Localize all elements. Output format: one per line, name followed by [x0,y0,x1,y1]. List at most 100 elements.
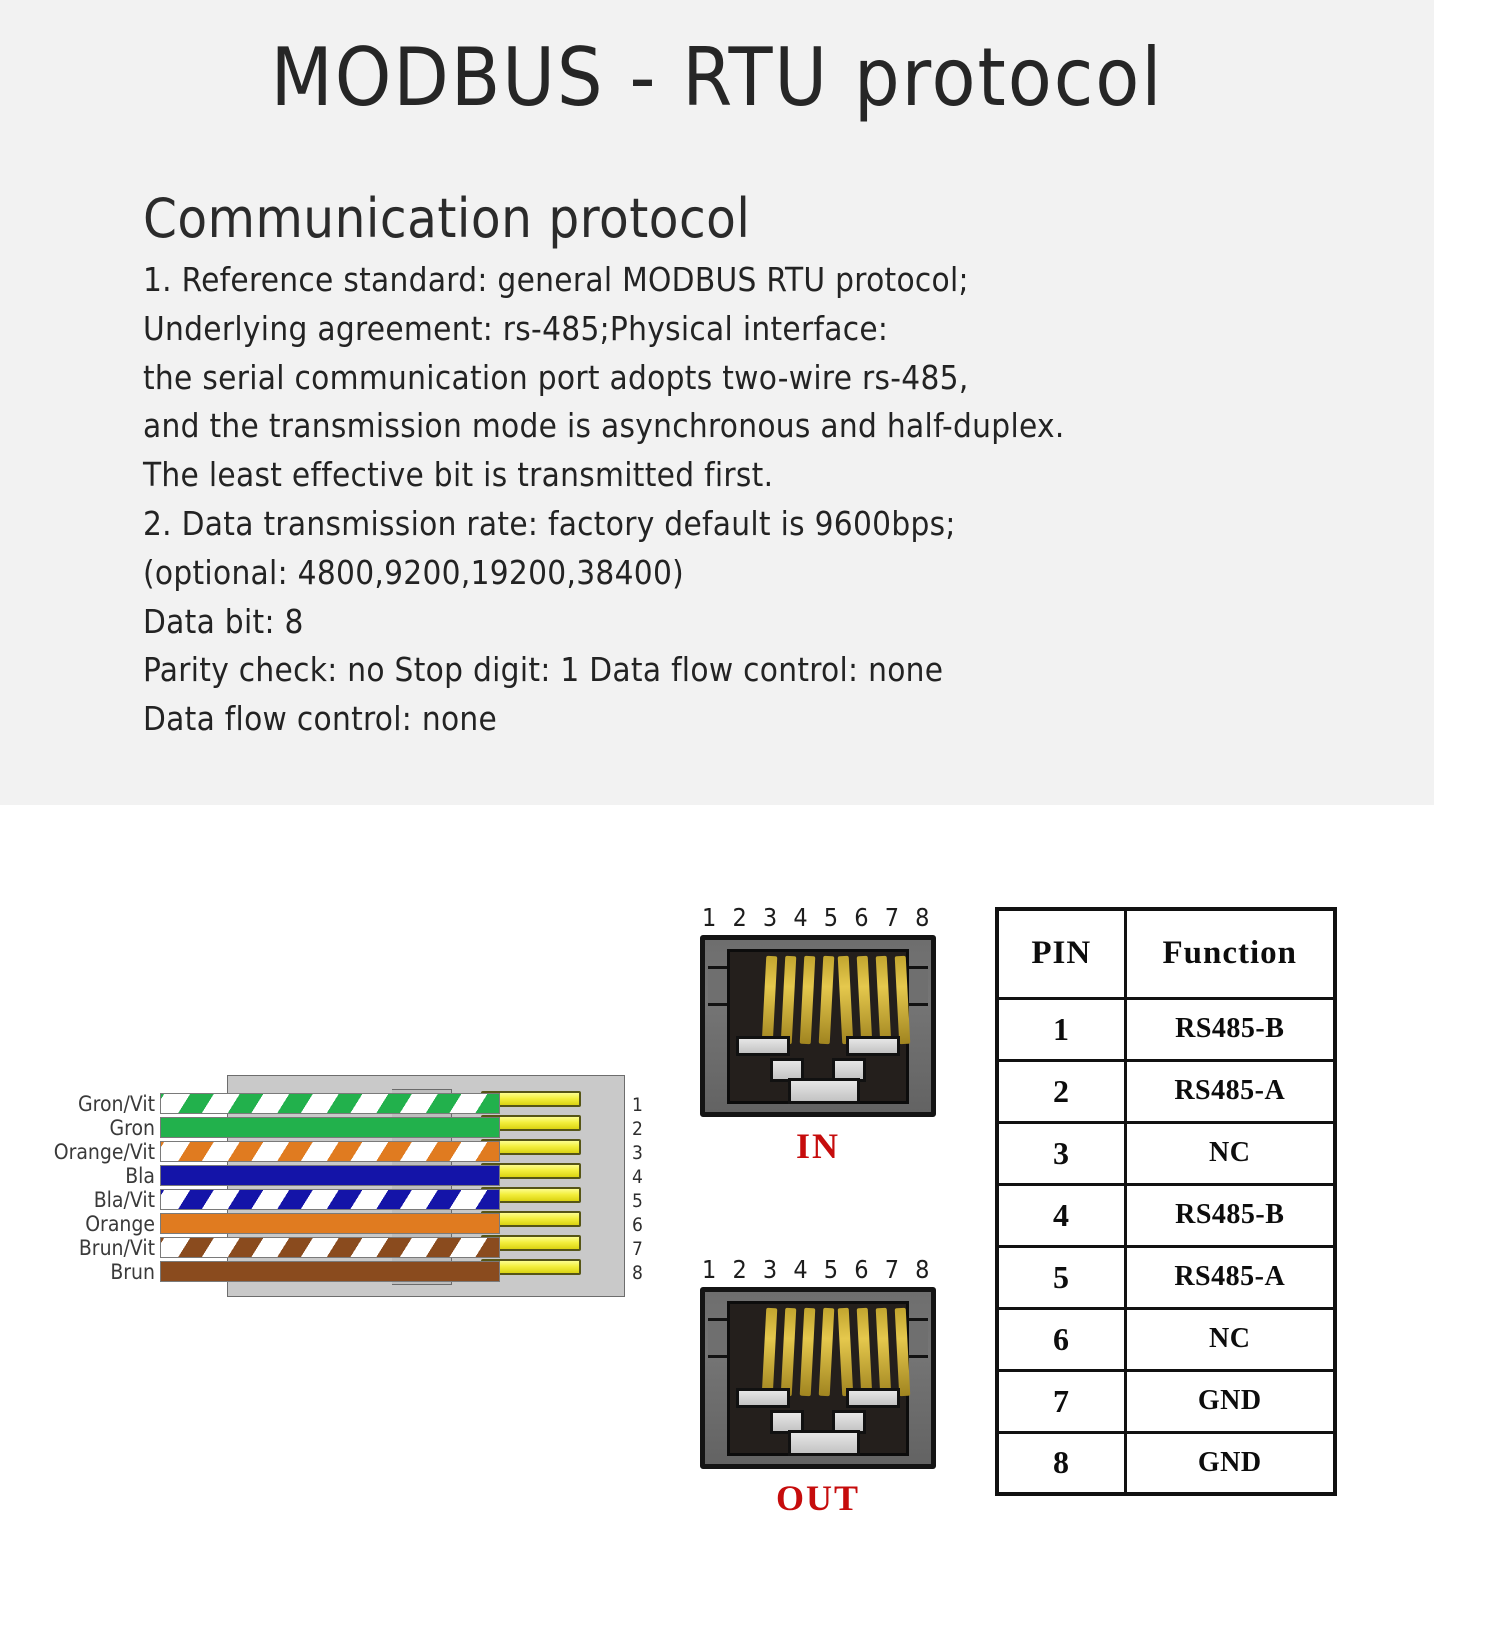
jack-gold-contact [799,1307,816,1397]
jack-gold-contact [799,955,816,1045]
jack-tab-right-upper [846,1388,900,1408]
jack-tab-left-lower [770,1410,804,1434]
jack-label-in: IN [795,1126,840,1166]
jack-tab-left-lower [770,1058,804,1082]
cell-pin: 4 [995,1182,1127,1248]
jack-gold-contact [780,955,797,1045]
jack-gold-contact [856,955,873,1045]
protocol-line: Parity check: no Stop digit: 1 Data flow… [143,650,944,690]
plug-pin-number: 6 [632,1214,643,1236]
plug-pin-number: 7 [632,1238,643,1260]
wire-row: Bla/Vit [60,1187,500,1212]
wire-row: Gron/Vit [60,1092,500,1116]
wire-row: Orange [60,1211,500,1236]
jack-cavity [727,949,911,1104]
plug-contacts-block [481,1091,587,1281]
jack-gold-contact [875,955,892,1045]
jack-gold-contact [837,1307,854,1397]
jack-tab-left-upper [736,1388,790,1408]
plug-pin-number: 3 [632,1142,643,1164]
cell-function: NC [1123,1120,1337,1186]
wire-bar [160,1189,500,1210]
wire-bar [160,1165,500,1186]
wire-row: Brun [60,1259,500,1284]
section-heading: Communication protocol [143,187,751,250]
wire-bar [160,1261,500,1282]
jack-tab-right-upper [846,1036,900,1056]
cell-pin: 2 [995,1058,1127,1124]
jack-gold-contact [875,1307,892,1397]
wire-color-label: Bla/Vit [93,1187,155,1212]
jack-pin-numbers: 1 2 3 4 5 6 7 8 [702,903,934,932]
cell-function: RS485-A [1123,1058,1337,1124]
protocol-line: Data flow control: none [143,699,498,739]
wire-row: Orange/Vit [54,1140,500,1164]
protocol-line: Underlying agreement: rs-485;Physical in… [143,308,889,348]
protocol-line: 1. Reference standard: general MODBUS RT… [143,260,969,300]
cell-pin: 8 [995,1430,1127,1496]
rj45-jack-out: 1 2 3 4 5 6 7 8 OUT [700,1255,936,1525]
column-header-pin: PIN [995,907,1127,1000]
cell-pin: 6 [995,1306,1127,1372]
jack-shell [700,1287,936,1469]
wire-color-label: Brun/Vit [78,1235,155,1260]
jack-gold-contact [761,955,778,1045]
wire-color-label: Gron [109,1115,155,1140]
jack-gold-contact [818,1307,835,1397]
wire-bar [160,1237,500,1258]
jack-gold-contact [894,955,911,1045]
cell-function: GND [1123,1368,1337,1434]
page-title: MODBUS - RTU protocol [270,31,1164,124]
cell-function: RS485-A [1123,1244,1337,1310]
jack-label-out: OUT [775,1478,860,1518]
wire-bar [160,1213,500,1234]
jack-tab-left-upper [736,1036,790,1056]
protocol-line: Data bit: 8 [143,601,304,641]
plug-pin-number: 4 [632,1166,643,1188]
column-header-function: Function [1123,907,1337,1000]
jack-cavity [727,1301,911,1456]
jack-gold-contact [856,1307,873,1397]
protocol-line: 2. Data transmission rate: factory defau… [143,504,956,544]
jack-tab-center [788,1430,860,1456]
jack-tab-center [788,1078,860,1104]
protocol-line: (optional: 4800,9200,19200,38400) [143,552,685,592]
cell-pin: 5 [995,1244,1127,1310]
jack-gold-contact [894,1307,911,1397]
jack-notch-right [906,966,928,1006]
wire-color-label: Brun [110,1259,155,1284]
protocol-line: The least effective bit is transmitted f… [143,455,774,495]
cell-function: RS485-B [1123,996,1337,1062]
protocol-line: and the transmission mode is asynchronou… [143,406,1065,446]
cell-function: RS485-B [1123,1182,1337,1248]
wire-color-label: Bla [125,1163,155,1188]
plug-pin-number: 1 [632,1094,643,1116]
jack-gold-contact [818,955,835,1045]
wire-color-label: Orange/Vit [53,1139,155,1164]
cell-pin: 3 [995,1120,1127,1186]
protocol-info-panel: MODBUS - RTU protocol Communication prot… [0,0,1434,805]
rj45-jack-in: 1 2 3 4 5 6 7 8 IN [700,903,936,1173]
wire-color-label: Orange [85,1211,155,1236]
wire-bar [160,1117,500,1138]
cell-pin: 1 [995,996,1127,1062]
jack-gold-contact [761,1307,778,1397]
cell-function: NC [1123,1306,1337,1372]
wire-row: Bla [60,1163,500,1188]
jack-gold-contact [837,955,854,1045]
jack-gold-contact [780,1307,797,1397]
wire-bar [160,1141,500,1162]
plug-pin-number: 8 [632,1262,643,1284]
wire-bar [160,1093,500,1114]
